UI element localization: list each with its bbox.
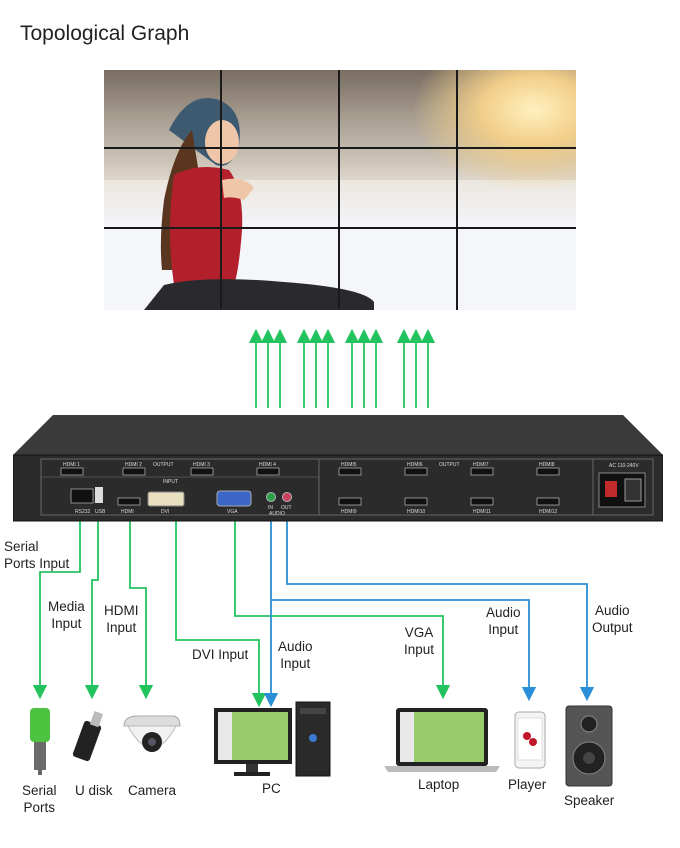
port-label: DVI — [161, 509, 169, 515]
port-label: HDMI 3 — [193, 462, 210, 468]
matrix-device: HDMI 1 HDMI 2 OUTPUT HDMI 3 HDMI 4 HDMI5… — [13, 415, 663, 522]
group-label: OUTPUT — [153, 462, 174, 468]
port-label: HDMI12 — [539, 509, 558, 515]
player-icon — [514, 711, 546, 769]
port-label: IN — [268, 505, 273, 511]
port-label: HDMI7 — [473, 462, 489, 468]
laptop-icon — [384, 708, 500, 772]
port-label: AUDIO — [269, 511, 285, 517]
screen-seam — [456, 70, 458, 310]
camera-icon — [123, 715, 181, 752]
port-label: HDMI — [121, 509, 134, 515]
label-speaker: Speaker — [564, 793, 615, 808]
port-label: VGA — [227, 509, 238, 515]
screen-seam — [338, 70, 340, 310]
power-label: AC 110-240V — [609, 463, 639, 469]
label-udisk: U disk — [75, 783, 113, 798]
port-label: HDMI6 — [407, 462, 423, 468]
audio-lines — [263, 510, 595, 708]
port-label: HDMI 1 — [63, 462, 80, 468]
port-label: HDMI10 — [407, 509, 426, 515]
screen-seam — [104, 227, 576, 229]
page-title: Topological Graph — [20, 22, 190, 45]
speaker-icon — [565, 705, 613, 787]
port-label: RS232 — [75, 509, 91, 515]
label-camera: Camera — [128, 783, 177, 798]
label-laptop: Laptop — [418, 777, 460, 792]
udisk-icon — [72, 711, 104, 762]
input-lines — [32, 510, 451, 708]
screen-seam — [104, 147, 576, 149]
woman-figure — [144, 98, 374, 310]
pc-icon — [214, 701, 331, 777]
port-label: HDMI 2 — [125, 462, 142, 468]
label-pc: PC — [262, 781, 281, 796]
group-label: OUTPUT — [439, 462, 460, 468]
port-label: HDMI11 — [473, 509, 491, 515]
label-player: Player — [508, 777, 547, 792]
serial-cable-icon — [30, 708, 50, 775]
label-dvi-input: DVI Input — [192, 647, 249, 662]
port-label: HDMI5 — [341, 462, 357, 468]
group-label: INPUT — [163, 479, 178, 485]
port-label: OUT — [281, 505, 292, 511]
video-wall — [104, 70, 576, 310]
port-label: HDMI8 — [539, 462, 555, 468]
port-label: HDMI9 — [341, 509, 357, 515]
screen-seam — [220, 70, 222, 310]
hdmi-output-arrows — [248, 328, 436, 408]
port-label: USB — [95, 509, 106, 515]
port-label: HDMI 4 — [259, 462, 276, 468]
